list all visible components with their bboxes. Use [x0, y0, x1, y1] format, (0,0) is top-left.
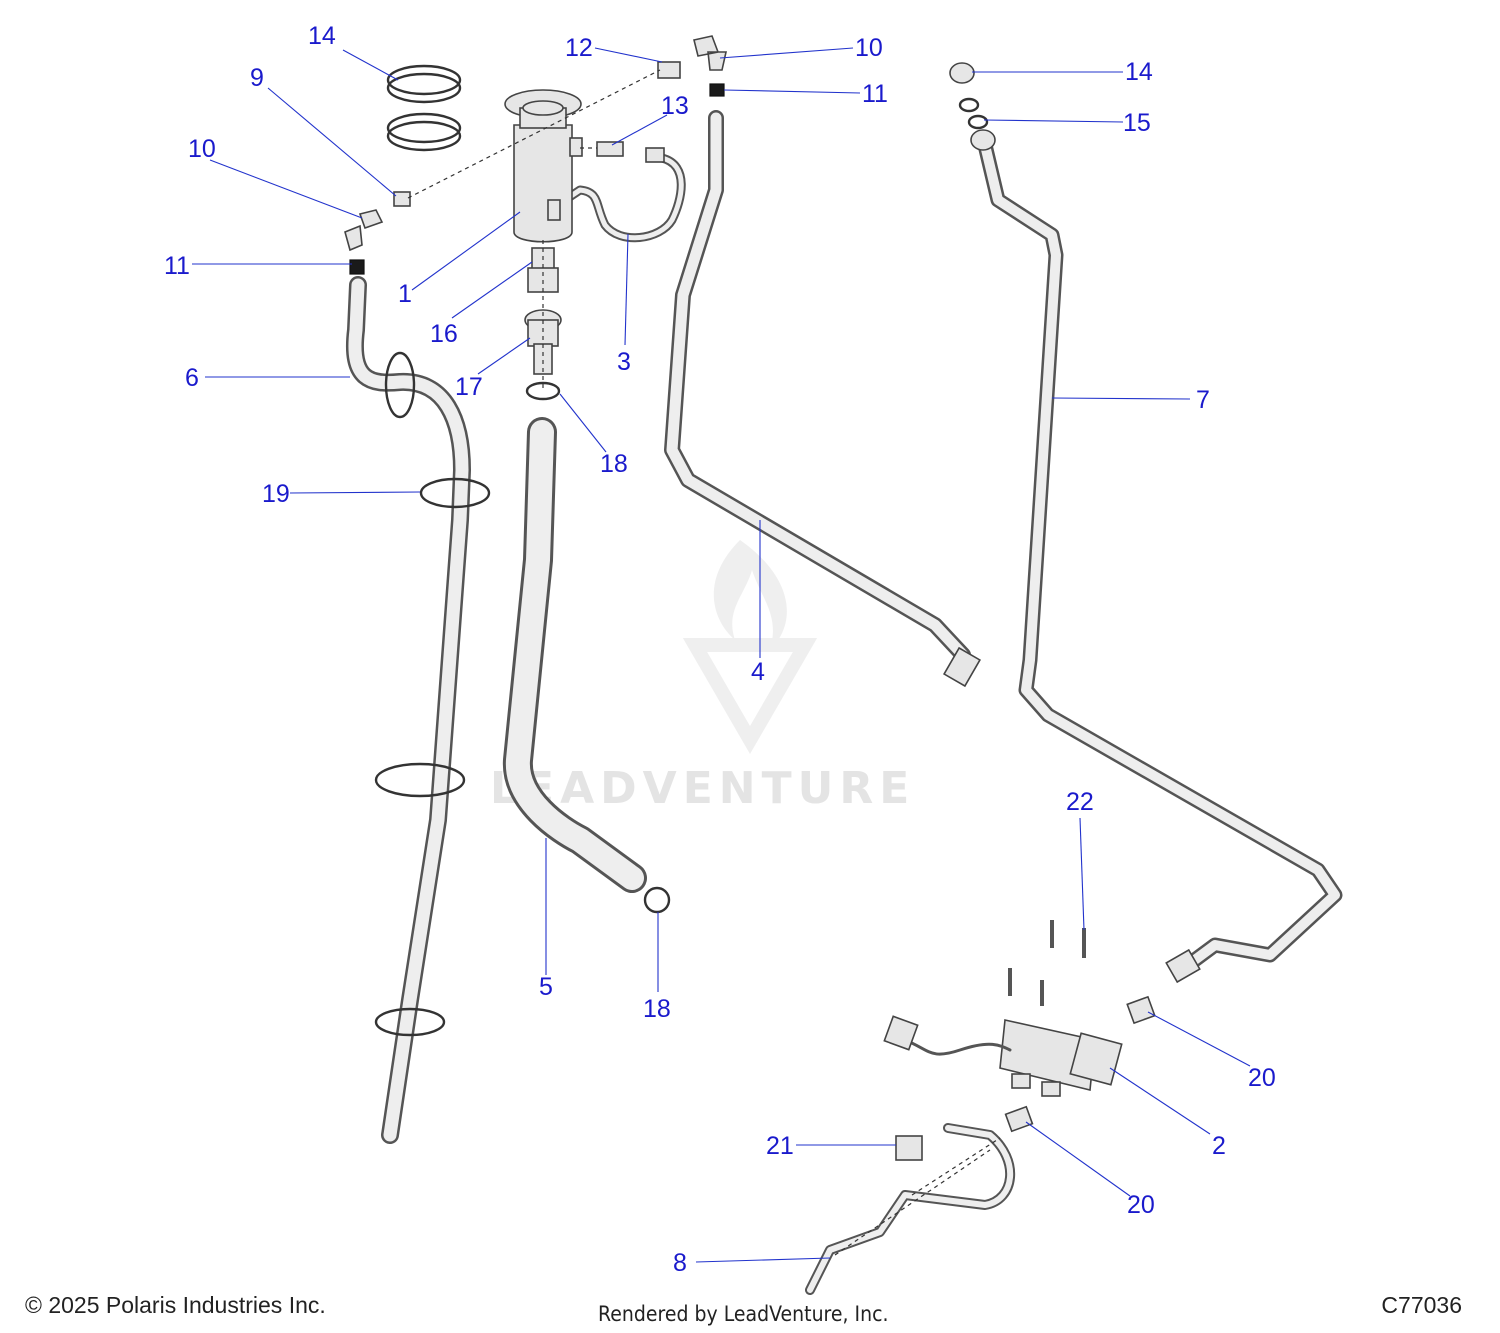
copyright-notice: © 2025 Polaris Industries Inc.	[25, 1292, 326, 1318]
hose-8	[805, 1123, 1016, 1295]
callout-10-top: 10	[855, 34, 883, 62]
hose-4-end-fitting	[943, 646, 981, 688]
cap-11-top	[709, 83, 725, 97]
fitting-13	[596, 141, 665, 163]
clamps-14-left	[386, 64, 462, 152]
callout-20-upper: 20	[1248, 1064, 1276, 1092]
callout-11-left: 11	[164, 252, 190, 280]
callout-7: 7	[1196, 386, 1210, 414]
fitting-12	[657, 61, 681, 79]
hose-4	[664, 110, 971, 663]
hose-7	[977, 137, 1343, 973]
callout-9: 9	[250, 64, 264, 92]
fuel-pump-2	[883, 1015, 1123, 1097]
filter-canister-1	[504, 89, 583, 243]
callout-14-right: 14	[1125, 58, 1153, 86]
callout-2: 2	[1212, 1132, 1226, 1160]
clamp-18-lower	[643, 886, 671, 914]
callout-15: 15	[1123, 109, 1151, 137]
fitting-14-right	[949, 62, 975, 84]
fitting-20-upper	[1126, 995, 1156, 1025]
callout-17: 17	[455, 373, 483, 401]
hose-3	[560, 153, 686, 243]
callout-11-top: 11	[862, 80, 888, 108]
diagram-code: C77036	[1381, 1292, 1462, 1318]
elbow-fitting-10-top	[693, 35, 727, 71]
fitting-17	[524, 309, 562, 375]
callout-4: 4	[751, 658, 765, 686]
cap-11-left	[349, 259, 365, 275]
hose-7-end-fitting	[970, 129, 996, 151]
callout-18-upper: 18	[600, 450, 628, 478]
bolts-22	[1008, 920, 1086, 1006]
callout-18-lower: 18	[643, 995, 671, 1023]
callout-1: 1	[398, 280, 412, 308]
hose-6-clamps	[374, 351, 491, 1037]
watermark-text: LEADVENTURE	[490, 763, 915, 814]
oring-15-lower	[967, 114, 989, 130]
callout-5: 5	[539, 973, 553, 1001]
callout-8: 8	[673, 1249, 687, 1277]
callout-labels: 14 9 10 11 6 19 1 16 17 18 5 18 12 13 3 …	[164, 22, 1276, 1277]
callout-22: 22	[1066, 788, 1094, 816]
leader-lines	[192, 47, 1251, 1263]
hose-5	[502, 417, 647, 893]
callout-10-left: 10	[188, 135, 216, 163]
callout-20-lower: 20	[1127, 1191, 1155, 1219]
elbow-fitting-10-left	[344, 209, 384, 252]
callout-12: 12	[565, 34, 593, 62]
callout-21: 21	[766, 1132, 794, 1160]
callout-19: 19	[262, 480, 290, 508]
clamp-18-upper	[525, 381, 561, 401]
fitting-21	[895, 1135, 923, 1161]
fitting-16	[527, 247, 559, 293]
callout-13: 13	[661, 92, 689, 120]
fitting-20-lower	[1004, 1105, 1034, 1133]
leadventure-watermark-logo	[682, 540, 818, 754]
assembly-dashed-lines	[407, 69, 1001, 1256]
callout-16: 16	[430, 320, 458, 348]
hose-7-bottom-fitting	[1165, 948, 1201, 984]
callout-3: 3	[617, 348, 631, 376]
rendered-by-credit: Rendered by LeadVenture, Inc.	[598, 1302, 889, 1326]
callout-14-left: 14	[308, 22, 336, 50]
fitting-9	[393, 191, 411, 207]
hose-6	[345, 276, 471, 1144]
callout-6: 6	[185, 364, 199, 392]
oring-15-upper	[958, 97, 980, 113]
